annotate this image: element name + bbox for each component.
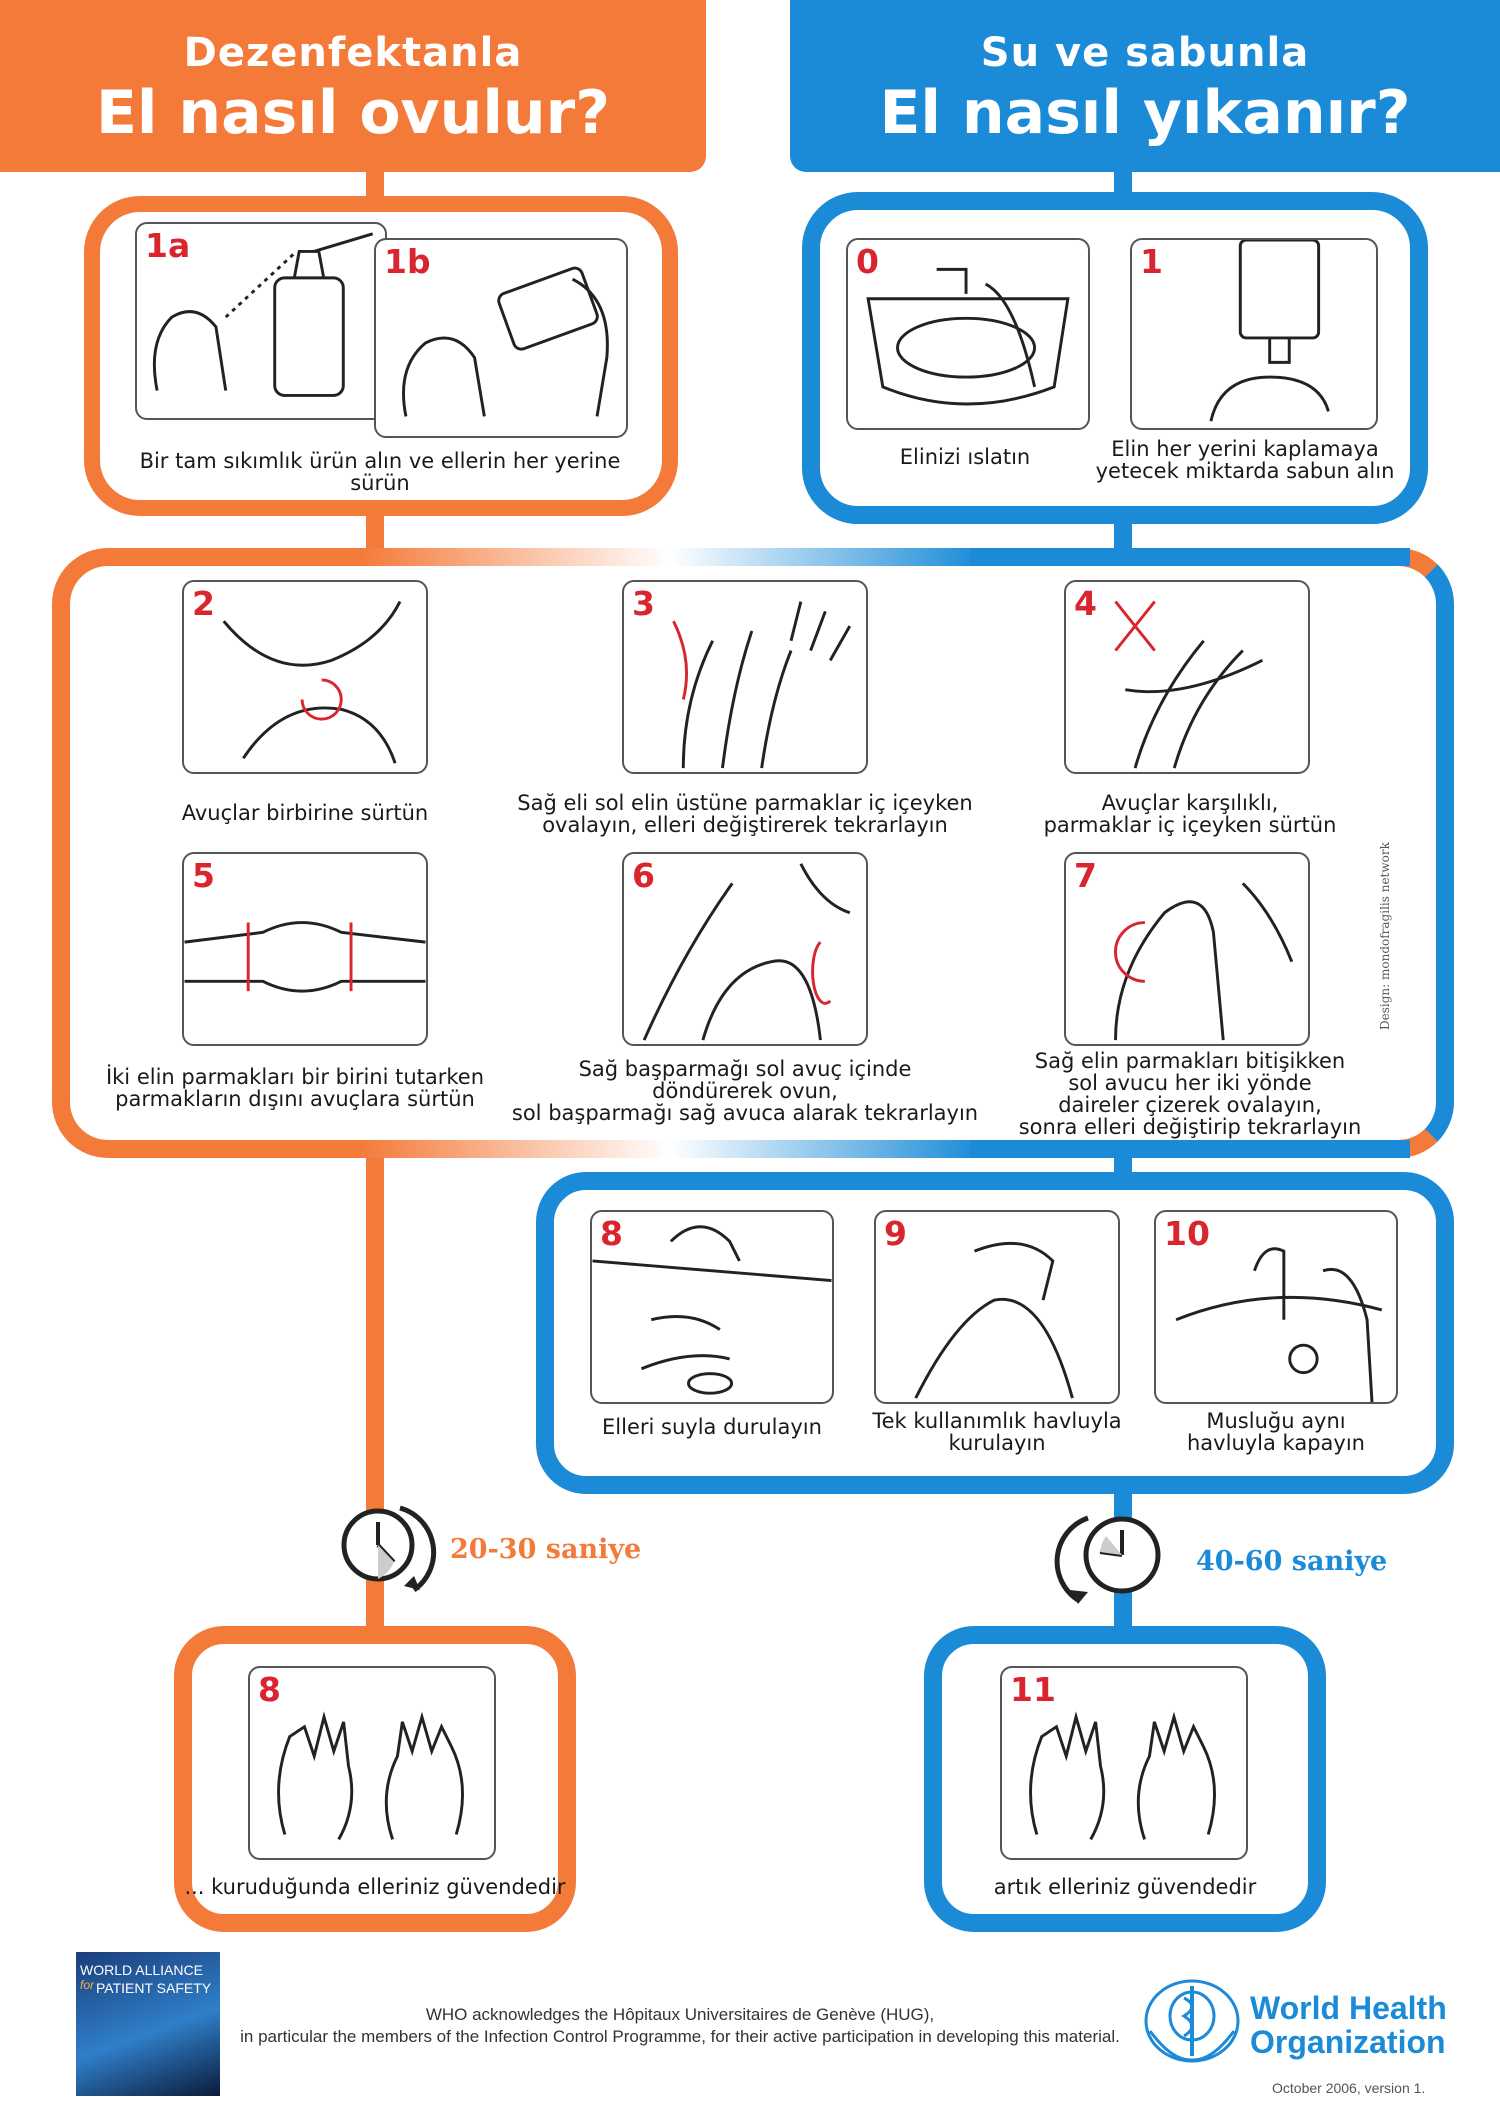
step-3-caption: Sağ eli sol elin üstüne parmaklar iç içe… [517, 791, 973, 837]
step-3-number: 3 [632, 584, 655, 623]
step-6-panel: 6 [622, 852, 868, 1046]
rub-step1b-number: 1b [384, 242, 431, 281]
wash-step1-panel: 1 [1130, 238, 1378, 430]
rub-final-panel: 8 [248, 1666, 496, 1860]
rub-step1a-panel: 1a [135, 222, 387, 420]
wash-final-caption: artık elleriniz güvendedir [993, 1875, 1257, 1899]
rub-step1b-panel: 1b [374, 238, 628, 438]
wash-step-8-number: 8 [600, 1214, 623, 1253]
step-5-caption: İki elin parmakları bir birini tutarken … [105, 1065, 485, 1111]
rub-title: El nasıl ovulur? [95, 78, 611, 148]
step-7-panel: 7 [1064, 852, 1310, 1046]
wash-step-9-number: 9 [884, 1214, 907, 1253]
who-name-line2: Organization [1250, 2024, 1446, 2060]
wash-step-9-caption: Tek kullanımlık havluyla kurulayın [872, 1409, 1122, 1455]
rub-subtitle: Dezenfektanla [183, 30, 523, 76]
wash-timer-label: 40-60 saniye [1196, 1546, 1388, 1577]
wash-clock-icon [1054, 1515, 1161, 1604]
wash-step0-number: 0 [856, 242, 879, 281]
who-emblem-icon [1144, 1979, 1240, 2063]
step-4-number: 4 [1074, 584, 1097, 623]
rub-connector-mid [366, 512, 384, 552]
alliance-line2: for [80, 1978, 95, 1992]
step-5-panel: 5 [182, 852, 428, 1046]
wash-step-10-number: 10 [1164, 1214, 1210, 1253]
shared-box-top-gradient [360, 548, 980, 566]
wash-title: El nasıl yıkanır? [879, 78, 1411, 148]
rub-header: Dezenfektanla El nasıl ovulur? [0, 0, 706, 172]
step-2-number: 2 [192, 584, 215, 623]
wash-step-10-panel: 10 [1154, 1210, 1398, 1404]
rub-clock-icon [341, 1505, 437, 1593]
step-5-number: 5 [192, 856, 215, 895]
wash-connector-mid [1114, 520, 1132, 552]
wash-header: Su ve sabunla El nasıl yıkanır? [790, 0, 1500, 172]
rub-final-number: 8 [258, 1670, 281, 1709]
wash-step-8-panel: 8 [590, 1210, 834, 1404]
rub-connector-top [366, 170, 384, 198]
step-7-number: 7 [1074, 856, 1097, 895]
step-6-number: 6 [632, 856, 655, 895]
rub-final-caption: ... kuruduğunda elleriniz güvendedir [184, 1875, 566, 1899]
rub-step1-caption: Bir tam sıkımlık ürün alın ve ellerin he… [139, 449, 621, 495]
wash-step-8-caption: Elleri suyla durulayın [602, 1415, 822, 1439]
acknowledgement-text: WHO acknowledges the Hôpitaux Universita… [240, 2005, 1120, 2046]
wash-step1-number: 1 [1140, 242, 1163, 281]
wash-step0-caption: Elinizi ıslatın [899, 445, 1031, 469]
step-2-caption: Avuçlar birbirine sürtün [181, 801, 429, 825]
wash-step-9-panel: 9 [874, 1210, 1120, 1404]
wash-subtitle: Su ve sabunla [980, 30, 1310, 76]
wash-step1-caption: Elin her yerini kaplamaya yetecek miktar… [1095, 437, 1395, 483]
rub-step1a-number: 1a [145, 226, 191, 265]
version-text: October 2006, version 1. [1272, 2080, 1426, 2096]
step-7-caption: Sağ elin parmakları bitişikken sol avucu… [1018, 1049, 1362, 1139]
who-name-line1: World Health [1250, 1990, 1447, 2026]
wash-final-panel: 11 [1000, 1666, 1248, 1860]
rub-timer-label: 20-30 saniye [450, 1534, 642, 1565]
alliance-line3: PATIENT SAFETY [96, 1980, 212, 1996]
wash-final-number: 11 [1010, 1670, 1056, 1709]
wash-step-10-caption: Musluğu aynı havluyla kapayın [1187, 1409, 1365, 1455]
rub-line-long [366, 1140, 384, 1628]
step-4-caption: Avuçlar karşılıklı, parmaklar iç içeyken… [1043, 791, 1337, 837]
shared-box-blue-bottom [970, 1140, 1410, 1158]
step-4-panel: 4 [1064, 580, 1310, 774]
patient-safety-logo: WORLD ALLIANCE for PATIENT SAFETY [76, 1952, 220, 2096]
step-6-caption: Sağ başparmağı sol avuç içinde döndürere… [511, 1057, 979, 1125]
wash-step0-panel: 0 [846, 238, 1090, 430]
shared-box-bottom-gradient [360, 1140, 980, 1158]
design-credit: Design: mondofragilis network [1378, 842, 1392, 1030]
step-2-panel: 2 [182, 580, 428, 774]
step-3-panel: 3 [622, 580, 868, 774]
wash-connector-top [1114, 170, 1132, 198]
shared-box-blue-top [970, 548, 1410, 566]
alliance-line1: WORLD ALLIANCE [80, 1962, 203, 1978]
